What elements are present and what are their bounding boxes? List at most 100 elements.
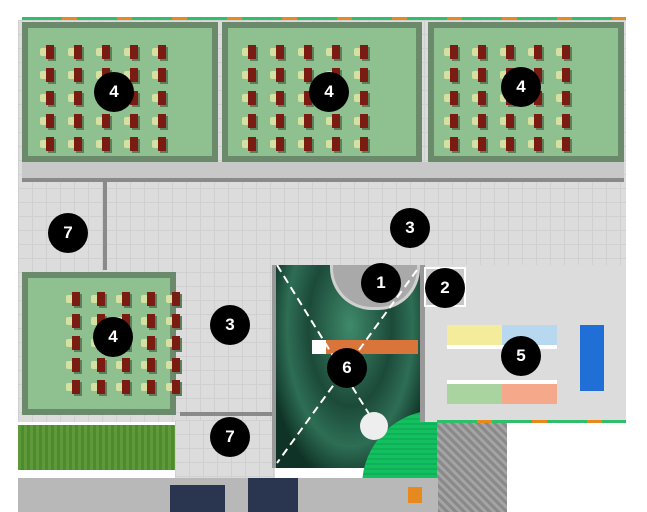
chair <box>556 140 563 148</box>
student-desk <box>472 45 486 59</box>
student-desk <box>141 380 155 394</box>
table <box>534 114 542 128</box>
chair <box>326 140 333 148</box>
table <box>450 45 458 59</box>
chair <box>40 71 47 79</box>
table <box>276 91 284 105</box>
table <box>158 114 166 128</box>
table <box>276 137 284 151</box>
student-desk <box>166 336 180 350</box>
dark-room <box>170 485 225 512</box>
chair <box>556 48 563 56</box>
table <box>102 45 110 59</box>
chair <box>141 361 148 369</box>
chair <box>500 140 507 148</box>
table <box>248 68 256 82</box>
student-desk <box>270 137 284 151</box>
chair <box>472 94 479 102</box>
chair <box>556 117 563 125</box>
corridor-divider <box>103 178 107 270</box>
student-desk <box>556 45 570 59</box>
table <box>72 314 80 328</box>
chair <box>152 94 159 102</box>
table <box>534 91 542 105</box>
student-desk <box>40 137 54 151</box>
student-desk <box>68 68 82 82</box>
table <box>562 45 570 59</box>
table <box>130 45 138 59</box>
student-desk <box>96 137 110 151</box>
chair <box>68 71 75 79</box>
student-desk <box>66 292 80 306</box>
table <box>122 358 130 372</box>
table <box>332 114 340 128</box>
chair <box>91 295 98 303</box>
chair <box>91 317 98 325</box>
student-desk <box>472 68 486 82</box>
chair <box>116 361 123 369</box>
student-desk <box>152 137 166 151</box>
chair <box>472 117 479 125</box>
table <box>276 68 284 82</box>
chair <box>354 140 361 148</box>
table <box>74 91 82 105</box>
chair <box>40 94 47 102</box>
student-desk <box>444 45 458 59</box>
chair <box>91 383 98 391</box>
table <box>562 91 570 105</box>
chair <box>166 383 173 391</box>
chair <box>472 140 479 148</box>
student-desk <box>444 68 458 82</box>
chair <box>444 94 451 102</box>
zone-marker-5: 5 <box>501 336 541 376</box>
zone-marker-4: 4 <box>93 317 133 357</box>
student-desk <box>270 45 284 59</box>
student-desk <box>326 45 340 59</box>
table <box>534 68 542 82</box>
chair <box>152 71 159 79</box>
chair <box>141 339 148 347</box>
chair <box>242 140 249 148</box>
chair <box>124 48 131 56</box>
student-desk <box>444 137 458 151</box>
student-desk <box>326 137 340 151</box>
student-desk <box>40 68 54 82</box>
student-desk <box>91 358 105 372</box>
dark-room-2 <box>248 478 298 512</box>
table <box>130 137 138 151</box>
table <box>147 380 155 394</box>
chair <box>500 48 507 56</box>
table <box>130 91 138 105</box>
chair <box>298 117 305 125</box>
table <box>74 45 82 59</box>
table <box>332 45 340 59</box>
chair <box>96 117 103 125</box>
chair <box>242 71 249 79</box>
student-desk <box>242 45 256 59</box>
table <box>276 45 284 59</box>
table <box>158 91 166 105</box>
grass-area <box>18 425 175 470</box>
student-desk <box>528 45 542 59</box>
student-desk <box>472 91 486 105</box>
chair <box>68 140 75 148</box>
table <box>74 68 82 82</box>
table <box>506 45 514 59</box>
table <box>304 114 312 128</box>
student-desk <box>298 68 312 82</box>
chair <box>472 71 479 79</box>
table <box>562 114 570 128</box>
chair <box>444 140 451 148</box>
table <box>360 114 368 128</box>
table <box>122 380 130 394</box>
chair <box>152 117 159 125</box>
table <box>360 68 368 82</box>
chair <box>68 94 75 102</box>
student-desk <box>556 68 570 82</box>
table <box>360 91 368 105</box>
zone-marker-1: 1 <box>361 263 401 303</box>
table <box>74 114 82 128</box>
table <box>102 114 110 128</box>
chair <box>68 48 75 56</box>
chair <box>298 71 305 79</box>
